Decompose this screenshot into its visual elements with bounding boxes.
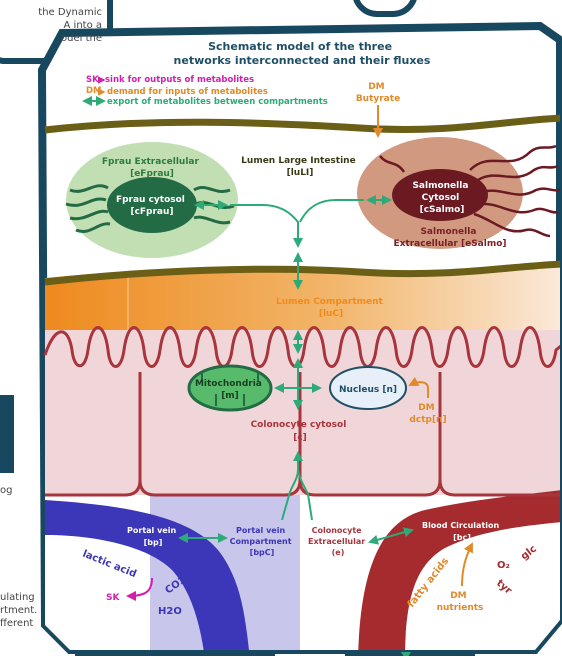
mitochondria-cristae — [201, 372, 259, 406]
top-circle-decoration — [353, 0, 417, 17]
side-text-bottom-line: rtment. — [0, 605, 38, 616]
salmonella-cytosol-label: Salmonella Cytosol [cSalmo] — [412, 181, 471, 215]
intestine-wall-bottom — [44, 260, 560, 286]
portal-vein-label: Portal vein [bp] — [127, 526, 179, 547]
side-text-bottom-line: fferent — [0, 618, 34, 629]
mitochondria — [187, 364, 273, 412]
side-text-bottom: ulating rtment. fferent — [0, 591, 37, 630]
salmonella-extracellular-label: Salmonella Extracellular [eSalmo] — [393, 227, 506, 249]
nutrients-demand-arrow — [461, 542, 473, 587]
cytosol-out-arrow-right — [297, 469, 313, 521]
luli-connector-right — [299, 199, 364, 223]
nucleus-label: Nucleus [n] — [339, 385, 397, 395]
legend-dm-text: demand for inputs of metabolites — [107, 87, 268, 97]
dm-nutrients-label: DM nutrients — [437, 591, 484, 613]
lumen-large-intestine-label: Lumen Large Intestine [luLI] — [241, 156, 359, 178]
side-text-top-line: the Dynamic — [38, 7, 102, 18]
portal-sink-label: SK — [106, 593, 120, 603]
extracellular-blood-exchange-arrow — [368, 527, 414, 545]
dm-butyrate-label: DM Butyrate — [356, 82, 400, 104]
fprau-extracellular-label: Fprau Extracellular [eFprau] — [102, 157, 202, 179]
lumen-compartment-region — [45, 262, 560, 330]
cell-walls — [45, 372, 560, 497]
dm-dctp-label: DM dctp[n] — [409, 403, 446, 425]
legend-export-text: export of metabolites between compartmen… — [107, 97, 328, 107]
bottom-left-box — [75, 650, 275, 660]
bottom-right-box — [345, 650, 475, 660]
luli-connector-left — [230, 204, 299, 240]
blood-circulation-label: Blood Circulation [bc] — [422, 521, 502, 542]
left-mid-box — [0, 395, 14, 473]
portal-sink-arrow — [126, 577, 153, 601]
diagram-title: Schematic model of the three networks in… — [174, 40, 431, 67]
h2o-label: H2O — [158, 606, 182, 617]
nucleus — [329, 366, 407, 410]
portal-vein-compartment-label: Portal vein Compartment [bpC] — [230, 526, 295, 557]
colonocyte-cytosol-label: Colonocyte cytosol [c] — [251, 420, 350, 443]
salmonella-flagella — [379, 144, 561, 238]
side-text-top-line: A into a — [63, 20, 102, 31]
fprau-cytosol-label: Fprau cytosol [cFprau] — [116, 195, 188, 217]
salmonella-cytosol — [392, 169, 488, 221]
fprau-cytosol — [107, 177, 197, 233]
side-text-mid-line: og — [0, 485, 13, 496]
side-text-top: the Dynamic A into a odel the — [2, 6, 102, 45]
legend-dm-key: DM — [86, 86, 102, 96]
colonocyte-extracellular-label: Colonocyte Extracellular (e) — [308, 526, 368, 557]
brush-border — [43, 326, 560, 368]
legend-sk-text: sink for outputs of metabolites — [105, 75, 254, 85]
intestine-wall-top — [44, 114, 560, 134]
side-text-top-line: odel the — [61, 33, 102, 44]
dm-dctp-arrow — [408, 376, 429, 398]
side-text-bottom-line: ulating — [0, 592, 35, 603]
o2-label: O₂ — [497, 560, 510, 571]
legend-sk-key: SK — [86, 75, 99, 85]
side-text-mid: og — [0, 484, 12, 497]
mitochondria-label: Mitochondria [m] — [195, 379, 265, 401]
lumen-compartment-label: Lumen Compartment [luC] — [276, 297, 386, 319]
